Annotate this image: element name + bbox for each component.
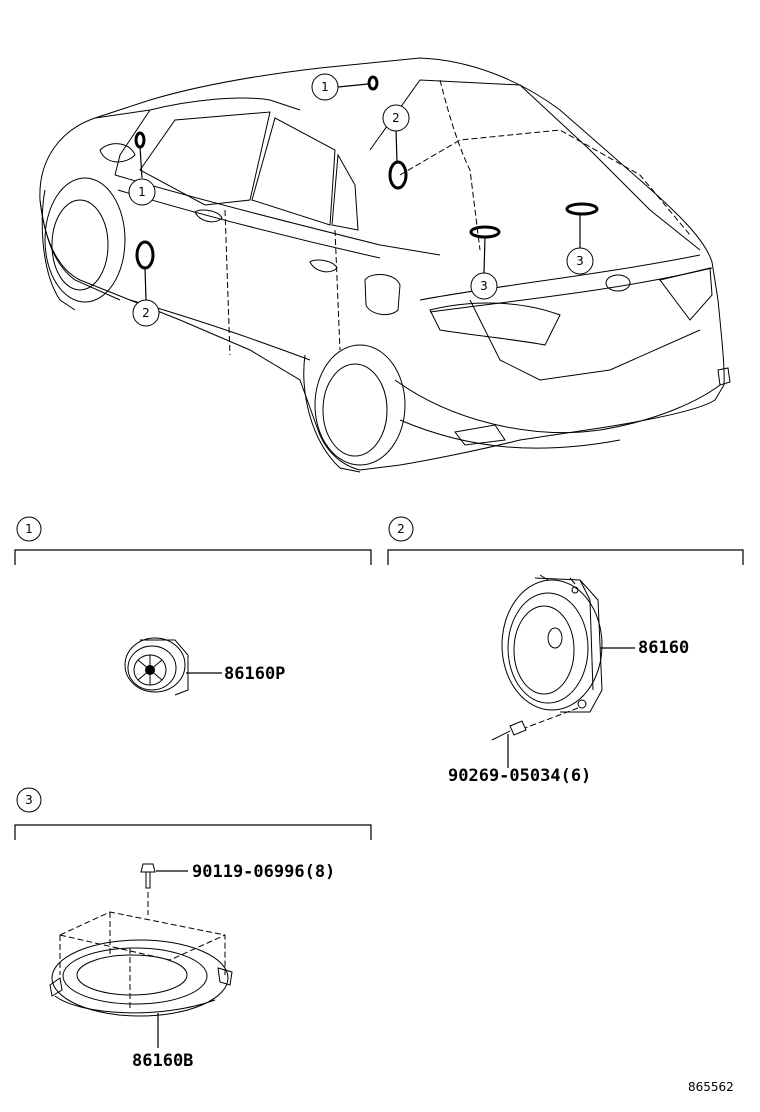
part-86160-label: 86160 <box>638 638 689 658</box>
section-1-number: 1 <box>25 522 33 536</box>
callout-3a-label: 3 <box>480 279 488 293</box>
section-2-number: 2 <box>397 522 405 536</box>
section-3: 3 90119-06996(8) 86160B <box>14 787 372 1071</box>
callout-3b-label: 3 <box>576 254 584 268</box>
callout-2a-label: 2 <box>142 306 150 320</box>
callout-1a: 1 <box>128 178 156 206</box>
rear-speaker-86160b-drawing <box>49 911 233 1017</box>
section-2: 2 86160 90269-05034(6) <box>387 516 744 786</box>
screw-90119-06996-drawing <box>140 863 156 915</box>
callout-2b: 2 <box>382 104 410 132</box>
car-illustration <box>39 57 731 473</box>
rivet-90269-05034-drawing <box>491 707 579 741</box>
tweeter-86160p-drawing <box>124 637 189 696</box>
callout-1b: 1 <box>311 73 339 101</box>
part-86160b-label: 86160B <box>132 1051 193 1071</box>
callout-1b-label: 1 <box>321 80 329 94</box>
callout-3a: 3 <box>470 272 498 300</box>
part-90269-05034-label: 90269-05034(6) <box>448 766 591 786</box>
callout-1a-label: 1 <box>138 185 146 199</box>
section-1: 1 86160P <box>14 516 372 696</box>
part-90119-06996-label: 90119-06996(8) <box>192 862 335 882</box>
reference-number: 865562 <box>688 1080 734 1094</box>
section-3-number: 3 <box>25 793 33 807</box>
callout-3b: 3 <box>566 247 594 275</box>
part-86160p-label: 86160P <box>224 664 285 684</box>
callout-2b-label: 2 <box>392 111 400 125</box>
callout-2a: 2 <box>132 299 160 327</box>
door-speaker-86160-drawing <box>501 574 603 713</box>
